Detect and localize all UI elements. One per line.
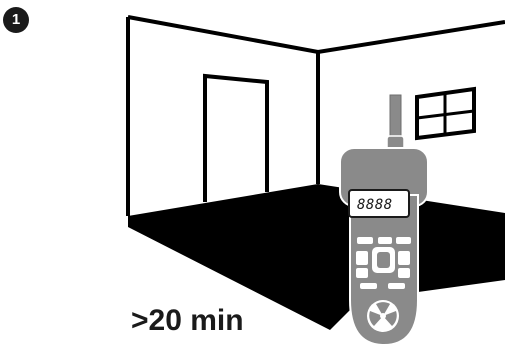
meter-button [396, 237, 411, 244]
meter-button [398, 251, 410, 265]
meter-button [356, 251, 368, 265]
meter-button [388, 283, 405, 289]
window [417, 89, 474, 138]
meter-button [360, 283, 377, 289]
moisture-meter: 8888 [340, 95, 428, 345]
door [205, 76, 267, 202]
meter-button [398, 268, 410, 278]
wait-duration-label: >20 min [131, 304, 244, 338]
meter-button [357, 237, 373, 244]
meter-probe [390, 95, 401, 140]
meter-button [378, 237, 392, 244]
meter-button [356, 268, 368, 278]
meter-display-digits: 8888 [357, 197, 393, 213]
